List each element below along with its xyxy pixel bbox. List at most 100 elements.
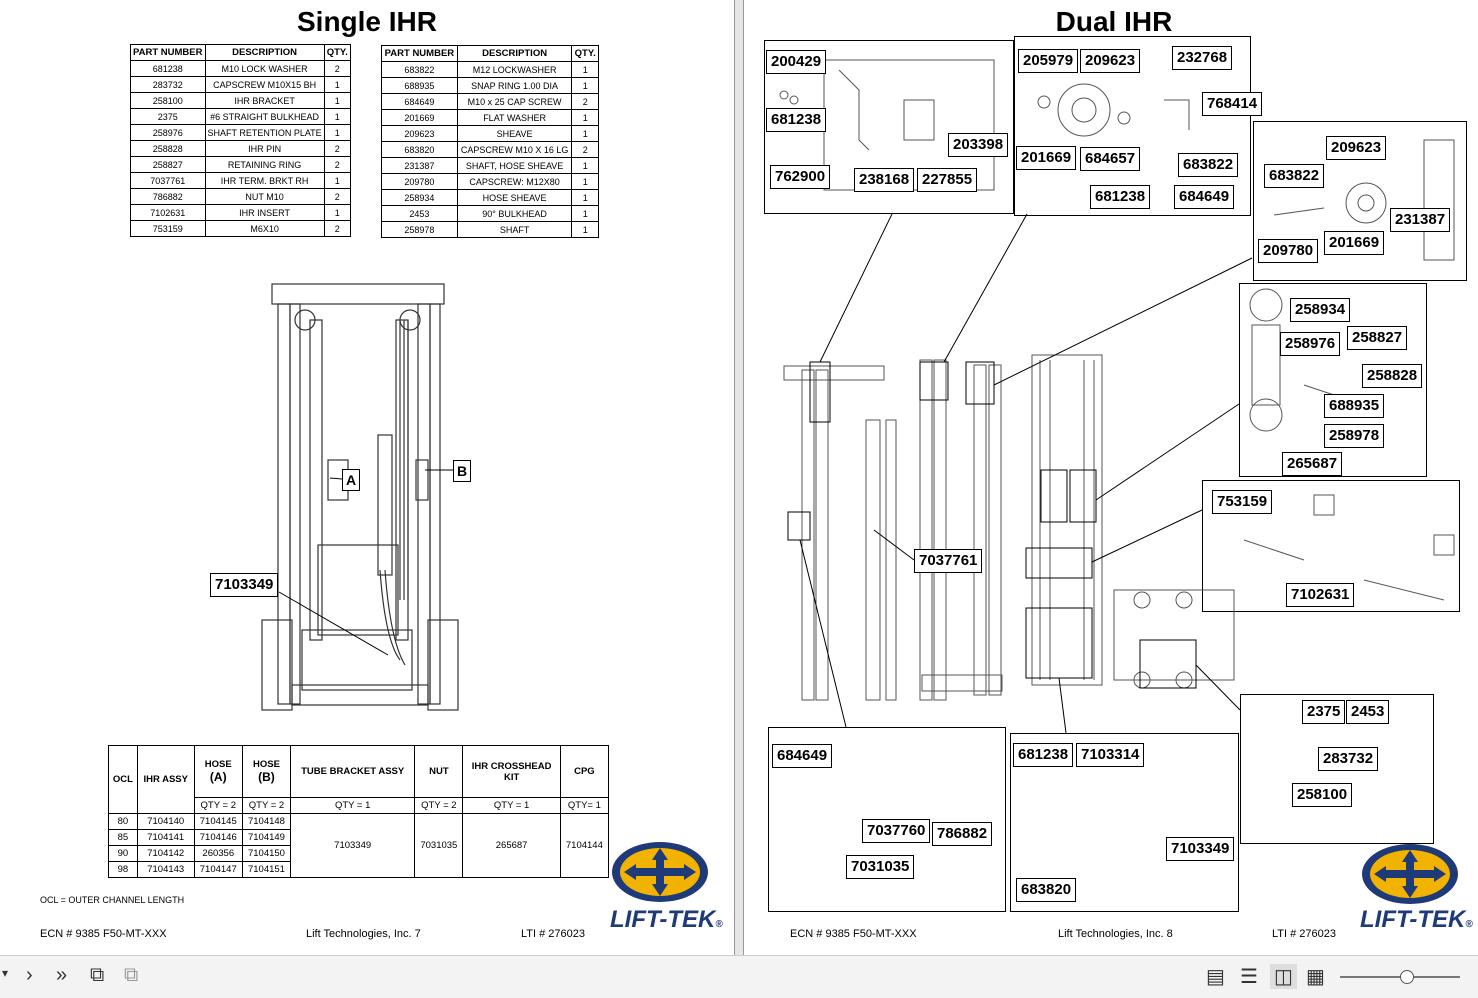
table-cell: CAPSCREW M10 X 16 LG	[456, 141, 573, 158]
table-cell: M12 LOCKWASHER	[456, 61, 573, 78]
table-cell: 7104149	[241, 829, 292, 846]
table-cell: 258976	[130, 124, 206, 141]
table-cell: IHR BRACKET	[204, 92, 325, 109]
rotate-icon[interactable]: ⧉	[90, 964, 105, 986]
zoom-slider-knob[interactable]	[1400, 970, 1414, 984]
single-page-icon[interactable]: ▤	[1206, 966, 1225, 988]
table-cell: M10 x 25 CAP SCREW	[456, 93, 573, 110]
part-callout: 258828	[1362, 364, 1423, 388]
table-cell: 2	[323, 140, 351, 157]
part-callout: 209623	[1080, 49, 1141, 73]
table-cell: 98	[108, 861, 138, 878]
table-cell: 7104142	[136, 845, 195, 862]
column-header: QTY.	[323, 44, 351, 61]
table-cell: 688935	[381, 77, 458, 94]
ecn-footer: ECN # 9385 F50-MT-XXX	[40, 928, 167, 940]
caret-down-icon[interactable]: ▾	[2, 966, 9, 980]
table-cell: CAPSCREW: M12X80	[456, 173, 573, 190]
table-cell: 684649	[381, 93, 458, 110]
table-cell: 258827	[130, 156, 206, 173]
part-callout: 683822	[1178, 153, 1239, 177]
company-footer: Lift Technologies, Inc. 7	[306, 928, 421, 940]
part-callout: 683822	[1264, 164, 1325, 188]
table-cell: 1	[323, 172, 351, 189]
part-callout: 258976	[1280, 332, 1341, 356]
part-callout: 2375	[1302, 700, 1346, 724]
part-callout: 265687	[1282, 452, 1343, 476]
table-cell: 7104140	[136, 813, 195, 830]
ocl-note: OCL = OUTER CHANNEL LENGTH	[40, 895, 185, 905]
single-ihr-mast-drawing	[261, 283, 459, 711]
table-cell: 786882	[130, 188, 206, 205]
table-cell: SHEAVE	[456, 125, 573, 142]
grid-icon[interactable]: ▦	[1306, 966, 1325, 988]
logo-text: LIFT-TEK	[1360, 906, 1466, 933]
shared-cell: 265687	[462, 813, 561, 878]
hose-b-header: HOSE(B)	[241, 745, 292, 798]
part-callout: 201669	[1016, 146, 1077, 170]
page-title: Dual IHR	[1055, 6, 1173, 37]
part-callout: 7037760	[862, 819, 931, 843]
page-divider	[734, 0, 744, 955]
table-cell: IHR PIN	[204, 140, 325, 157]
table-cell: 258100	[130, 92, 206, 109]
table-cell: 1	[571, 157, 599, 174]
table-cell: 7104143	[136, 861, 195, 878]
part-callout: 258100	[1292, 783, 1353, 807]
lift-tek-logo: LIFT-TEK®	[610, 840, 723, 933]
table-cell: 1	[571, 173, 599, 190]
table-cell: 2453	[381, 205, 458, 222]
zoom-slider[interactable]	[1340, 970, 1460, 984]
table-cell: 753159	[130, 220, 206, 237]
part-callout: 258827	[1347, 326, 1408, 350]
part-callout: 684649	[772, 744, 833, 768]
two-page-icon[interactable]: ◫	[1270, 964, 1297, 989]
table-cell: 1	[571, 189, 599, 206]
table-cell: 209623	[381, 125, 458, 142]
table-cell: 1	[571, 77, 599, 94]
part-callout: 762900	[770, 165, 831, 189]
table-cell: #6 STRAIGHT BULKHEAD	[204, 108, 325, 125]
table-cell: 1	[571, 221, 599, 238]
ecn-footer: ECN # 9385 F50-MT-XXX	[790, 928, 917, 940]
lti-footer: LTI # 276023	[1272, 928, 1337, 940]
table-cell: IHR INSERT	[204, 204, 325, 221]
table-cell: FLAT WASHER	[456, 109, 573, 126]
part-callout: 238168	[854, 168, 915, 192]
continuous-icon[interactable]: ☰	[1240, 966, 1258, 988]
table-cell: 1	[571, 109, 599, 126]
rotate-alt-icon[interactable]: ⧉	[124, 964, 139, 986]
table-cell: 1	[323, 108, 351, 125]
part-callout: 753159	[1212, 490, 1273, 514]
globe-arrows-icon	[1362, 844, 1458, 904]
table-cell: 2	[323, 220, 351, 237]
part-callout: 232768	[1172, 46, 1233, 70]
ihr-assy-header: IHR ASSY	[136, 745, 195, 814]
label-a: A	[342, 469, 361, 491]
column-header: PART NUMBER	[381, 45, 458, 62]
table-cell: 1	[571, 205, 599, 222]
last-page-icon[interactable]: »	[56, 964, 68, 986]
part-callout: 768414	[1202, 92, 1263, 116]
table-cell: 231387	[381, 157, 458, 174]
column-header: DESCRIPTION	[456, 45, 573, 62]
table-cell: 258934	[381, 189, 458, 206]
part-callout: 205979	[1018, 49, 1079, 73]
table-cell: 7102631	[130, 204, 206, 221]
part-callout: 7102631	[1286, 583, 1355, 607]
table-cell: SHAFT RETENTION PLATE	[204, 124, 325, 141]
next-page-icon[interactable]: ›	[26, 964, 33, 986]
table-cell: 7104151	[241, 861, 292, 878]
table-cell: 1	[323, 124, 351, 141]
part-callout: 7103349	[1166, 837, 1235, 861]
part-callout: 283732	[1318, 747, 1379, 771]
